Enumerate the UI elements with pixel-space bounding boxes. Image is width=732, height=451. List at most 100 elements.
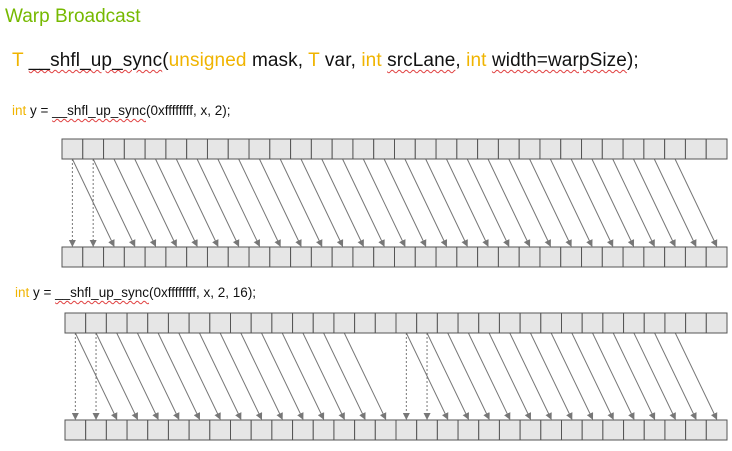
source-lane [271, 312, 294, 334]
source-lane [518, 138, 541, 160]
dest-lane [147, 419, 169, 441]
dest-lane [643, 419, 666, 441]
arrow-shift [157, 332, 201, 420]
source-lane [105, 312, 128, 334]
arrow-shift [240, 332, 283, 420]
source-lane [643, 138, 666, 160]
arrow-shift [447, 332, 490, 420]
source-lane [147, 312, 169, 334]
arrow-shift [653, 158, 697, 247]
dest-lane [560, 246, 583, 268]
dest-lane [64, 419, 87, 441]
dest-lane [290, 246, 312, 268]
arrow-shift [592, 332, 635, 420]
source-lane [540, 312, 562, 334]
dest-lane [664, 246, 686, 268]
arrow-shift [612, 332, 656, 420]
dest-lane [250, 419, 273, 441]
arrow-shift [261, 332, 304, 420]
dest-lane [477, 246, 499, 268]
source-lane [186, 138, 208, 160]
dest-lane [144, 246, 167, 268]
sig-close: ); [626, 50, 639, 71]
dest-lane [457, 419, 480, 441]
arrow-shift [258, 158, 302, 247]
example-1-keyword: int [12, 103, 27, 118]
source-lane [374, 312, 397, 334]
dest-lane [581, 246, 603, 268]
dest-lane [395, 419, 418, 441]
arrow-shift [633, 158, 676, 247]
source-lane [188, 312, 211, 334]
dest-lane [227, 246, 250, 268]
dest-lane [167, 419, 190, 441]
arrow-shift [342, 158, 385, 247]
arrow-shift [488, 332, 532, 420]
source-lane [312, 312, 335, 334]
dest-lane [622, 246, 645, 268]
arrow-shift [113, 158, 157, 247]
source-lane [165, 138, 188, 160]
source-lane [82, 138, 105, 160]
source-lane [664, 138, 686, 160]
dest-lane [705, 419, 728, 441]
arrow-shift [136, 332, 180, 420]
sig-kw-int-1: int [361, 50, 382, 71]
source-lane [436, 312, 459, 334]
dest-lane [188, 419, 211, 441]
dest-lane [478, 419, 500, 441]
dest-lane [269, 246, 292, 268]
dest-lane [602, 419, 625, 441]
dest-lane [331, 246, 354, 268]
arrow-shift [279, 158, 323, 247]
arrow-shift [238, 158, 281, 247]
arrow-shift [509, 332, 552, 420]
source-lane [206, 138, 229, 160]
arrow-shift [323, 332, 366, 420]
arrow-shift [571, 332, 614, 420]
example-2-fn: __shfl_up_sync [55, 285, 149, 300]
source-lane [622, 138, 645, 160]
arrow-shift [591, 158, 635, 247]
source-lane [227, 138, 250, 160]
dest-lane [561, 419, 583, 441]
source-lane [310, 138, 333, 160]
source-lane [457, 312, 480, 334]
arrow-shift [178, 332, 221, 420]
dest-lane [664, 419, 687, 441]
sig-function-name: __shfl_up_sync [28, 50, 163, 71]
source-lane [498, 312, 521, 334]
diagram-1 [61, 138, 728, 268]
source-lane [248, 138, 271, 160]
arrow-shift [116, 332, 159, 420]
source-lane [497, 138, 520, 160]
sig-comma: , [455, 50, 467, 71]
dest-lane [416, 419, 438, 441]
source-lane [85, 312, 107, 334]
dest-lane [685, 419, 707, 441]
arrow-shift [530, 332, 573, 420]
sig-mask-param: mask, [246, 50, 309, 71]
example-1-args: (0xffffffff, x, 2); [145, 103, 231, 118]
source-lane [416, 312, 438, 334]
sig-kw-unsigned: unsigned [168, 50, 247, 71]
example-2-lhs: y = [29, 285, 56, 300]
dest-lane [643, 246, 666, 268]
source-lane [623, 312, 645, 334]
dest-lane [61, 246, 84, 268]
source-lane [269, 138, 292, 160]
source-lane [61, 138, 84, 160]
arrow-shift [425, 158, 468, 247]
example-code-2: int y = __shfl_up_sync(0xffffffff, x, 2,… [15, 285, 256, 300]
arrow-shift [196, 158, 240, 247]
source-lane [373, 138, 395, 160]
example-2-args: (0xffffffff, x, 2, 16); [148, 285, 257, 300]
source-lane [456, 138, 479, 160]
dest-lane [519, 419, 542, 441]
example-2-keyword: int [15, 285, 30, 300]
source-lane [643, 312, 666, 334]
source-lane [414, 138, 437, 160]
arrow-shift [633, 332, 676, 420]
dest-lane [230, 419, 252, 441]
dest-lane [684, 246, 707, 268]
